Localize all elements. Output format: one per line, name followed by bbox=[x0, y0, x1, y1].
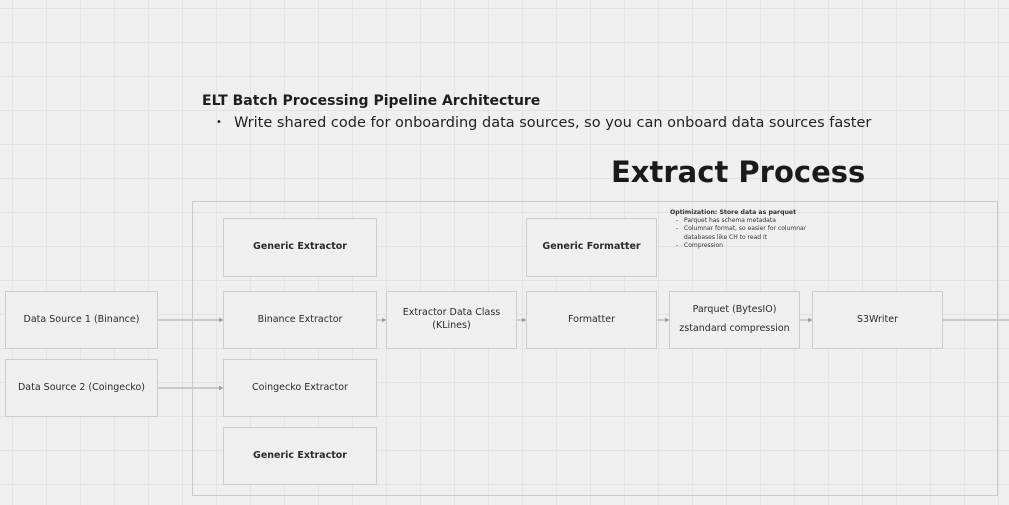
extractor-data-class-node[interactable]: Extractor Data Class (KLines) bbox=[386, 291, 517, 349]
generic-formatter-node[interactable]: Generic Formatter bbox=[526, 218, 657, 277]
parquet-node[interactable]: Parquet (BytesIO) zstandard compression bbox=[669, 291, 800, 349]
generic-extractor-bottom-node[interactable]: Generic Extractor bbox=[223, 427, 377, 485]
node-title: Parquet (BytesIO) bbox=[692, 304, 777, 316]
extract-process-title: Extract Process bbox=[611, 155, 866, 189]
optimization-note[interactable]: Optimization: Store data as parquet Parq… bbox=[670, 209, 830, 250]
node-label: Data Source 1 (Binance) bbox=[23, 313, 140, 325]
binance-extractor-node[interactable]: Binance Extractor bbox=[223, 291, 377, 349]
note-item: Compression bbox=[676, 242, 830, 250]
node-label: Coingecko Extractor bbox=[252, 381, 348, 393]
bullet-text: Write shared code for onboarding data so… bbox=[234, 115, 872, 131]
extract-process-frame[interactable] bbox=[192, 201, 998, 496]
node-label: Data Source 2 (Coingecko) bbox=[17, 381, 145, 393]
generic-extractor-top-node[interactable]: Generic Extractor bbox=[223, 218, 377, 277]
note-list: Parquet has schema metadata Columnar for… bbox=[670, 217, 830, 249]
node-label: Binance Extractor bbox=[257, 313, 343, 325]
formatter-node[interactable]: Formatter bbox=[526, 291, 657, 349]
node-label: Generic Extractor bbox=[253, 449, 347, 461]
node-label: Extractor Data Class (KLines) bbox=[402, 307, 501, 331]
node-label: S3Writer bbox=[856, 313, 899, 325]
node-detail: zstandard compression bbox=[679, 323, 790, 334]
node-label: Formatter bbox=[568, 313, 615, 325]
data-source-1-node[interactable]: Data Source 1 (Binance) bbox=[5, 291, 158, 349]
note-item: Columnar format, so easier for columnar … bbox=[676, 225, 830, 241]
s3writer-node[interactable]: S3Writer bbox=[812, 291, 943, 349]
coingecko-extractor-node[interactable]: Coingecko Extractor bbox=[223, 359, 377, 417]
data-source-2-node[interactable]: Data Source 2 (Coingecko) bbox=[5, 359, 158, 417]
note-item: Parquet has schema metadata bbox=[676, 217, 830, 225]
bullet-dot-icon: • bbox=[216, 117, 222, 128]
diagram-title: ELT Batch Processing Pipeline Architectu… bbox=[202, 93, 541, 109]
node-label: Generic Extractor bbox=[253, 241, 347, 253]
note-title: Optimization: Store data as parquet bbox=[670, 209, 797, 216]
bullet-item: • Write shared code for onboarding data s… bbox=[216, 115, 871, 131]
node-label: Generic Formatter bbox=[542, 241, 641, 253]
